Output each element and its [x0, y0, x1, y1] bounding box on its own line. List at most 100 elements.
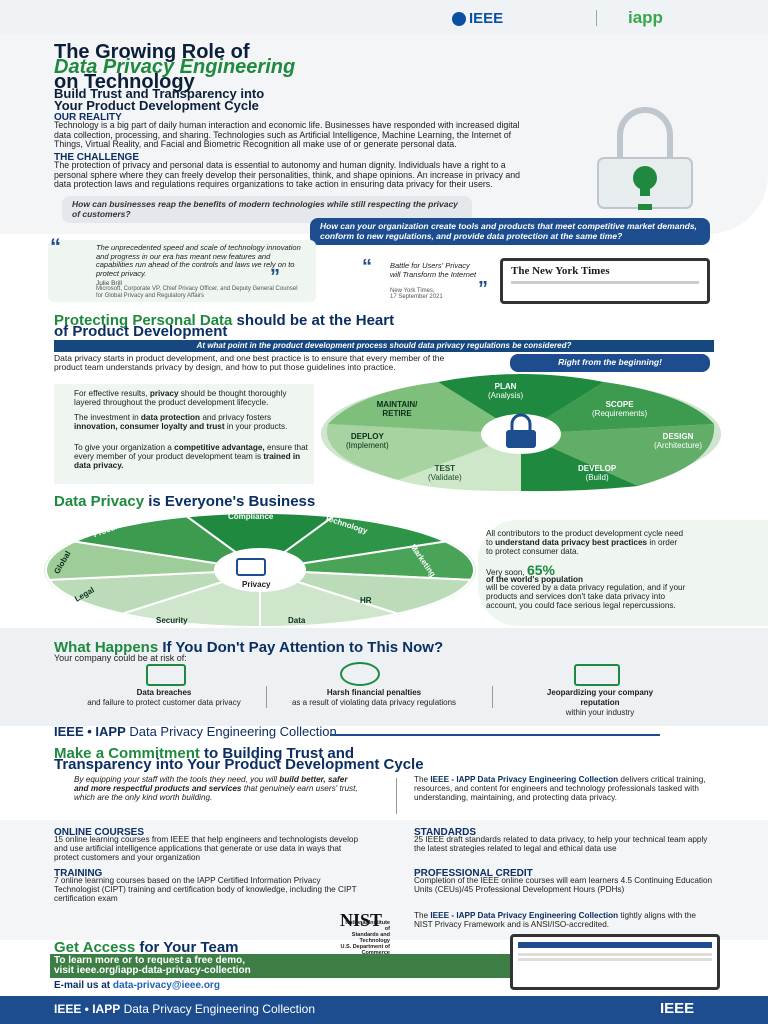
- everyone-soon: Very soon, 65%: [486, 562, 555, 578]
- seg-security: Security: [156, 616, 188, 625]
- segment-marketing: [259, 540, 475, 581]
- quote-close-icon: ”: [270, 266, 280, 288]
- financial-penalty-icon: [340, 662, 380, 686]
- credit-heading: PROFESSIONAL CREDIT: [414, 868, 533, 879]
- nyt-logo: The New York Times: [511, 265, 610, 277]
- title-line1: The Growing Role of: [54, 41, 250, 63]
- quote-2-source: New York Times,: [390, 288, 435, 294]
- quote-1-text: The unprecedented speed and scale of tec…: [96, 243, 301, 278]
- everyone-wheel: [44, 512, 476, 629]
- everyone-text-1: All contributors to the product developm…: [486, 529, 684, 556]
- protect-question-bar: At what point in the product development…: [54, 340, 714, 352]
- header-divider: [596, 10, 597, 26]
- lifecycle-develop: [521, 434, 638, 492]
- privacy-center-label: Privacy: [242, 580, 271, 589]
- reputation-icon: [574, 664, 620, 686]
- reality-text: Technology is a big part of daily human …: [54, 120, 520, 149]
- maintain-label: MAINTAIN/ RETIRE: [376, 400, 418, 418]
- header-band: [0, 0, 768, 36]
- commit-divider: [396, 778, 397, 814]
- protect-title: Protecting Personal Data should be at th…: [54, 312, 395, 329]
- protect-point-3: To give your organization a competitive …: [74, 443, 308, 470]
- everyone-text-box: [478, 520, 768, 626]
- laptop-screenshot-icon: [510, 934, 720, 990]
- credit-text: Completion of the IEEE online courses wi…: [414, 876, 713, 894]
- what-happens-band: [0, 628, 768, 726]
- iapp-logo: iapp: [628, 8, 663, 27]
- standards-text: 25 IEEE draft standards related to data …: [414, 835, 708, 853]
- segment-technology: [259, 515, 449, 571]
- lifecycle-wheel: [321, 374, 721, 492]
- quote-1-role: Microsoft, Corporate VP, Chief Privacy O…: [96, 286, 298, 299]
- quote-1-author: Julie Brill: [96, 280, 123, 287]
- padlock-icon: [597, 107, 693, 210]
- nist-text: The IEEE - IAPP Data Privacy Engineering…: [414, 911, 696, 929]
- seg-compliance: Compliance: [228, 512, 274, 521]
- standards-heading: STANDARDS: [414, 827, 477, 838]
- everyone-pop: of the world's population: [486, 575, 584, 584]
- access-title: Get Access for Your Team: [54, 939, 239, 956]
- quote-box-1: [48, 240, 316, 302]
- lifecycle-deploy: [326, 424, 521, 480]
- access-link[interactable]: visit ieee.org/iapp-data-privacy-collect…: [54, 965, 251, 976]
- risk-divider-2: [492, 686, 493, 708]
- data-breach-icon: [146, 664, 186, 686]
- challenge-text: The protection of privacy and personal d…: [54, 160, 521, 189]
- lifecycle-lock-icon: [506, 430, 536, 448]
- segment-compliance: [184, 512, 336, 572]
- training-heading: TRAINING: [54, 868, 103, 879]
- laptop-line-1: [518, 953, 712, 956]
- lifecycle-scope: [521, 382, 714, 434]
- laptop-line-2: [518, 958, 712, 961]
- access-line1: To learn more or to request a free demo,: [54, 955, 245, 966]
- segment-hr: [259, 569, 473, 615]
- deploy-label: DEPLOY(Implement): [346, 432, 389, 450]
- commit-title-line2: Transparency into Your Product Developme…: [54, 756, 424, 773]
- email-link[interactable]: data-privacy@ieee.org: [112, 980, 220, 991]
- answer-bubble: Right from the beginning!: [510, 354, 710, 372]
- ieee-logo: IEEE: [452, 10, 503, 27]
- develop-label: DEVELOP(Build): [578, 464, 617, 482]
- protect-point-1: For effective results, privacy should be…: [74, 389, 287, 407]
- risk-divider-1: [266, 686, 267, 708]
- protect-points-box: [54, 384, 314, 484]
- laptop-bar: [518, 942, 712, 948]
- what-title: What Happens If You Don't Pay Attention …: [54, 639, 444, 656]
- segment-global: [45, 540, 261, 581]
- subtitle-line2: Your Product Development Cycle: [54, 98, 259, 113]
- everyone-title: Data Privacy is Everyone's Business: [54, 493, 316, 510]
- footer-bar: [0, 996, 768, 1024]
- design-label: DESIGN(Architecture): [654, 432, 703, 450]
- online-heading: ONLINE COURSES: [54, 827, 145, 838]
- nyt-line: [511, 281, 699, 284]
- quote-open-icon: “: [50, 234, 61, 259]
- commit-right: The IEEE - IAPP Data Privacy Engineering…: [414, 775, 706, 802]
- quote-2-date: 17 September 2021: [390, 294, 443, 300]
- online-text: 15 online learning courses from IEEE tha…: [54, 835, 359, 862]
- nyt-device: The New York Times: [500, 258, 710, 304]
- title-line2: Data Privacy Engineering: [54, 56, 296, 78]
- protect-intro: Data privacy starts in product developme…: [54, 353, 445, 372]
- footer-ieee-logo: IEEE: [660, 1000, 695, 1017]
- training-text: 7 online learning courses based on the I…: [54, 876, 357, 903]
- segment-legal: [47, 569, 261, 615]
- collection-rule: [330, 734, 660, 736]
- scope-label: SCOPE(Requirements): [592, 400, 648, 418]
- lifecycle-test: [398, 434, 521, 492]
- everyone-text-2: will be covered by a data privacy regula…: [486, 583, 686, 610]
- quote-2-text: Battle for Users' Privacy will Transform…: [390, 261, 477, 279]
- quote2-open-icon: “: [362, 256, 372, 278]
- ieee-logo-icon: [452, 12, 466, 27]
- title-line3: on Technology: [54, 71, 195, 93]
- reality-heading: OUR REALITY: [54, 112, 122, 123]
- benefits-band: [0, 820, 768, 940]
- nist-logo: NIST: [340, 910, 383, 930]
- commit-title: Make a Commitment to Building Trust and: [54, 745, 355, 762]
- collection-title: IEEE • IAPP Data Privacy Engineering Col…: [54, 724, 337, 739]
- challenge-heading: THE CHALLENGE: [54, 152, 139, 163]
- lifecycle-design: [521, 424, 715, 486]
- access-banner[interactable]: [50, 954, 530, 978]
